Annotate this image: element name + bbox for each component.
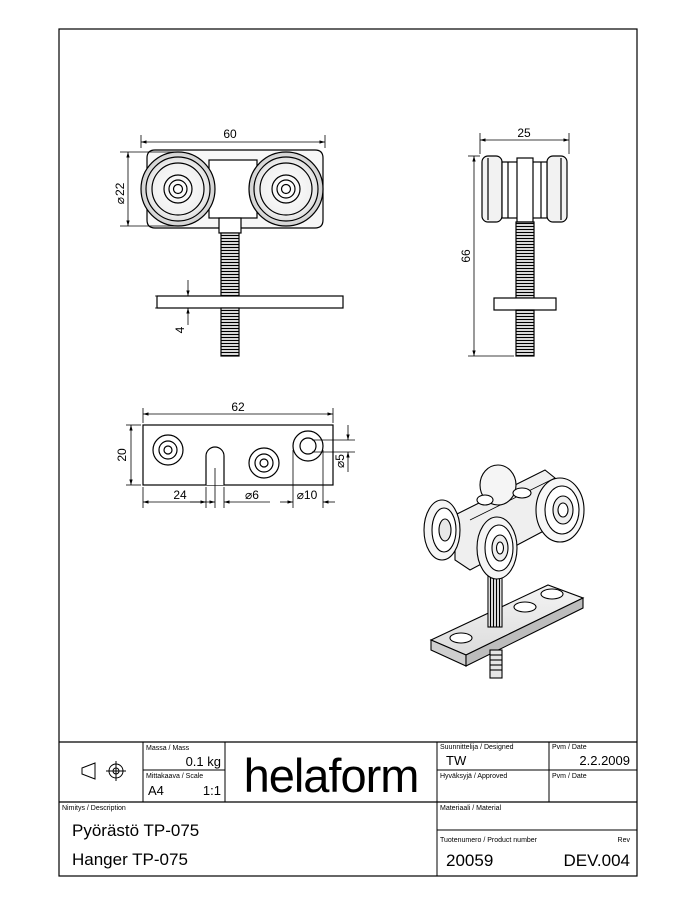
description-line-1: Pyörästö TP-075 (72, 821, 199, 840)
plate-hole-large-dimension: ⌀10 (297, 488, 318, 502)
plate-offset-dimension: 24 (173, 488, 187, 502)
side-width-dimension: 25 (517, 126, 531, 140)
front-view (140, 149, 344, 357)
side-view-dimensions (468, 133, 570, 357)
projection-symbol-icon (81, 761, 126, 781)
product-number-header: Tuotenumero / Product number (440, 837, 538, 844)
sheet-border (58, 28, 638, 877)
product-number-value: 20059 (446, 851, 493, 870)
date-value: 2.2.2009 (579, 753, 630, 768)
plate-view-dimensions (126, 408, 355, 508)
front-view-dimensions (120, 135, 326, 325)
side-height-dimension: 66 (459, 249, 473, 263)
plate-hole-right-dimension: ⌀5 (333, 454, 347, 468)
scale-header: Mittakaava / Scale (146, 773, 203, 780)
rev-header: Rev (618, 837, 631, 844)
side-view (481, 155, 568, 357)
isometric-view (423, 464, 585, 679)
plate-view (142, 424, 334, 486)
plate-height-dimension: 20 (115, 448, 129, 462)
approved-date-header: Pvm / Date (552, 773, 587, 780)
description-line-2: Hanger TP-075 (72, 850, 188, 869)
front-width-dimension: 60 (223, 127, 237, 141)
scale-value: 1:1 (203, 783, 221, 798)
rev-value: DEV.004 (564, 851, 630, 870)
date-header: Pvm / Date (552, 744, 587, 751)
title-block-lines (59, 741, 637, 876)
company-logo: helaform (244, 749, 419, 802)
paper-size: A4 (148, 783, 164, 798)
plate-hole-small-dimension: ⌀6 (245, 488, 259, 502)
mass-value: 0.1 kg (186, 754, 221, 769)
front-diameter-symbol: ⌀ (113, 197, 127, 204)
approved-header: Hyväksyjä / Approved (440, 773, 507, 780)
description-header: Nimitys / Description (62, 805, 126, 812)
plate-length-dimension: 62 (231, 400, 245, 414)
mass-header: Massa / Mass (146, 745, 190, 752)
front-plate-thickness-dimension: 4 (173, 326, 187, 333)
front-diameter-dimension: 22 (113, 182, 127, 196)
designed-value: TW (446, 753, 467, 768)
material-header: Materiaali / Material (440, 805, 502, 812)
designed-header: Suunnittelija / Designed (440, 744, 514, 751)
